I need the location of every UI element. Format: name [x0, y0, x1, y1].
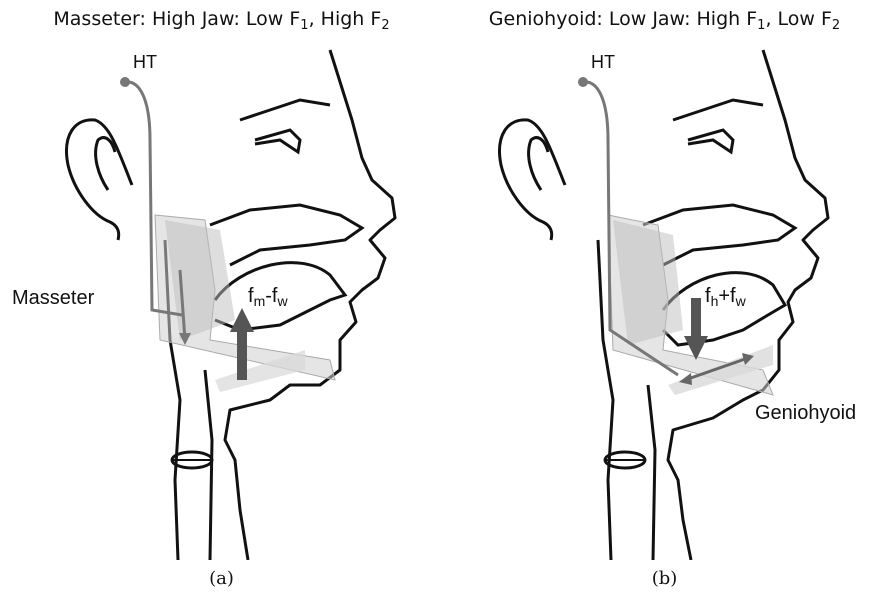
panel-b: Geniohyoid: Low Jaw: High F1, Low F2 HT …	[443, 0, 886, 595]
head-profile-diagram-b	[443, 40, 886, 560]
panel-b-title: Geniohyoid: Low Jaw: High F1, Low F2	[443, 8, 886, 33]
ear-inner	[96, 138, 115, 190]
ear-inner	[529, 138, 548, 190]
force-label: fh+fw	[705, 285, 746, 309]
eyebrow-outline	[673, 100, 763, 120]
muscle-label: Masseter	[12, 287, 94, 310]
eye-outline	[255, 130, 300, 152]
force-label: fm-fw	[248, 285, 288, 309]
caption: (b)	[443, 568, 886, 589]
muscle-label: Geniohyoid	[755, 402, 856, 425]
neck-front-outline	[648, 385, 655, 560]
ht-label: HT	[133, 52, 157, 73]
eyebrow-outline	[240, 100, 330, 120]
caption: (a)	[0, 568, 443, 589]
panel-a-title: Masseter: High Jaw: Low F1, High F2	[0, 8, 443, 33]
eye-outline	[688, 130, 733, 152]
force-arrow-shaft	[691, 298, 701, 338]
panel-a: Masseter: High Jaw: Low F1, High F2	[0, 0, 443, 595]
ht-label: HT	[591, 52, 615, 73]
palate-outline	[210, 205, 362, 265]
force-arrow-shaft	[237, 330, 247, 380]
